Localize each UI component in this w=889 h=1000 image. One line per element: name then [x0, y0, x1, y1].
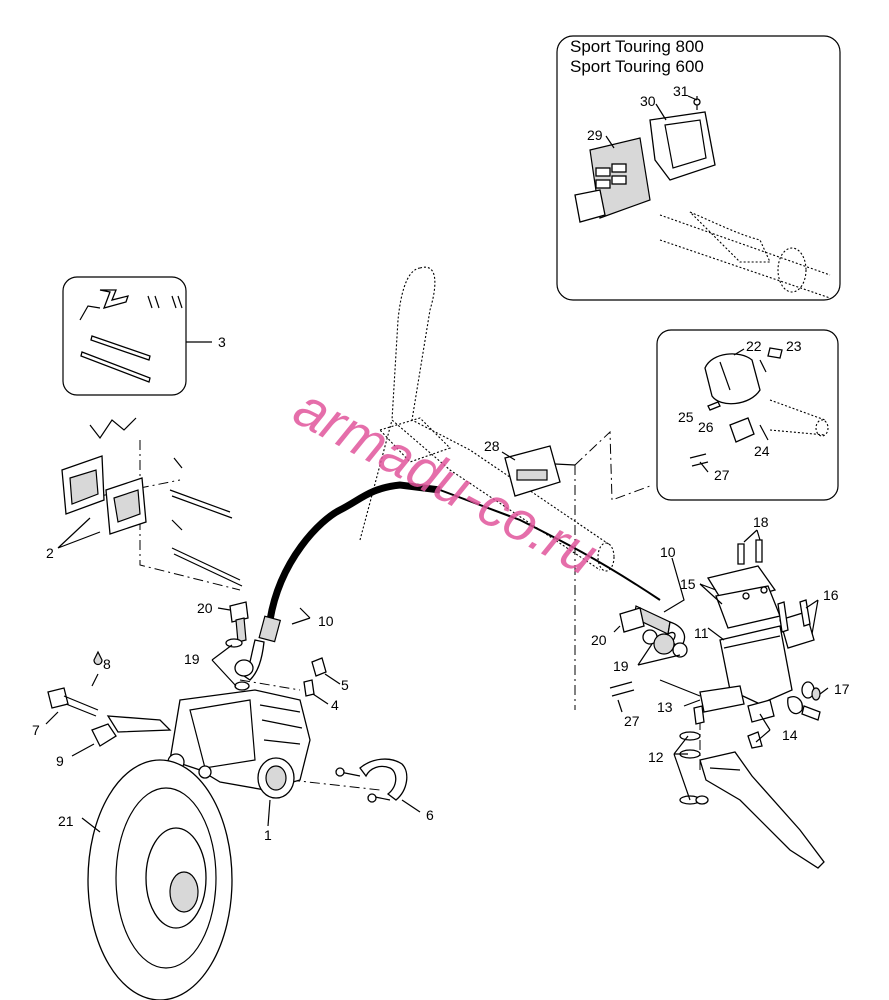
callout-27a: 27: [624, 713, 640, 729]
callout-16: 16: [823, 587, 839, 603]
callout-9: 9: [56, 753, 64, 769]
left-banjo-set: 20 19 10: [184, 600, 334, 691]
callout-22: 22: [746, 338, 762, 354]
callout-14: 14: [782, 727, 798, 743]
callout-10a: 10: [318, 613, 334, 629]
callout-3: 3: [218, 334, 226, 350]
callout-1: 1: [264, 827, 272, 843]
callout-5: 5: [341, 677, 349, 693]
callout-17: 17: [834, 681, 850, 697]
callout-7: 7: [32, 722, 40, 738]
caliper-mount-hardware: 7 8 9: [32, 650, 172, 769]
brake-caliper: 1 5 4: [167, 657, 349, 843]
inset-title-line1: Sport Touring 800: [570, 37, 704, 56]
callout-4: 4: [331, 697, 339, 713]
callout-15: 15: [680, 576, 696, 592]
callout-26: 26: [698, 419, 714, 435]
callout-6: 6: [426, 807, 434, 823]
inset-switch-detail: 22 23 25 26 24 27: [656, 329, 839, 501]
callout-30: 30: [640, 93, 656, 109]
callout-8: 8: [103, 656, 111, 672]
callout-13: 13: [657, 699, 673, 715]
inset-sport-touring: Sport Touring 800 Sport Touring 600 31 3…: [556, 35, 841, 301]
callout-2: 2: [46, 545, 54, 561]
callout-27b: 27: [714, 467, 730, 483]
master-cylinder: 18 15 16 11 10 20 19 13 14 17 12 27: [591, 514, 850, 869]
callout-11: 11: [694, 625, 709, 641]
callout-31: 31: [673, 83, 689, 99]
callout-19b: 19: [613, 658, 629, 674]
brake-hose: [243, 481, 686, 681]
callout-25: 25: [678, 409, 694, 425]
handlebar-outline: [359, 266, 615, 572]
callout-28: 28: [484, 438, 500, 454]
callout-19a: 19: [184, 651, 200, 667]
brake-disc: 21: [58, 759, 233, 1000]
callout-18: 18: [753, 514, 769, 530]
callout-20a: 20: [197, 600, 213, 616]
callout-20b: 20: [591, 632, 607, 648]
inset-kit-3: 3: [62, 276, 226, 396]
brake-pads: 2: [46, 417, 243, 587]
callout-10b: 10: [660, 544, 676, 560]
connector-28: 28: [484, 438, 576, 497]
inset-title-line2: Sport Touring 600: [570, 57, 704, 76]
callout-12: 12: [648, 749, 664, 765]
callout-21: 21: [58, 813, 74, 829]
bracket-6: 6: [335, 758, 434, 823]
callout-29: 29: [587, 127, 603, 143]
callout-24: 24: [754, 443, 770, 459]
callout-23: 23: [786, 338, 802, 354]
